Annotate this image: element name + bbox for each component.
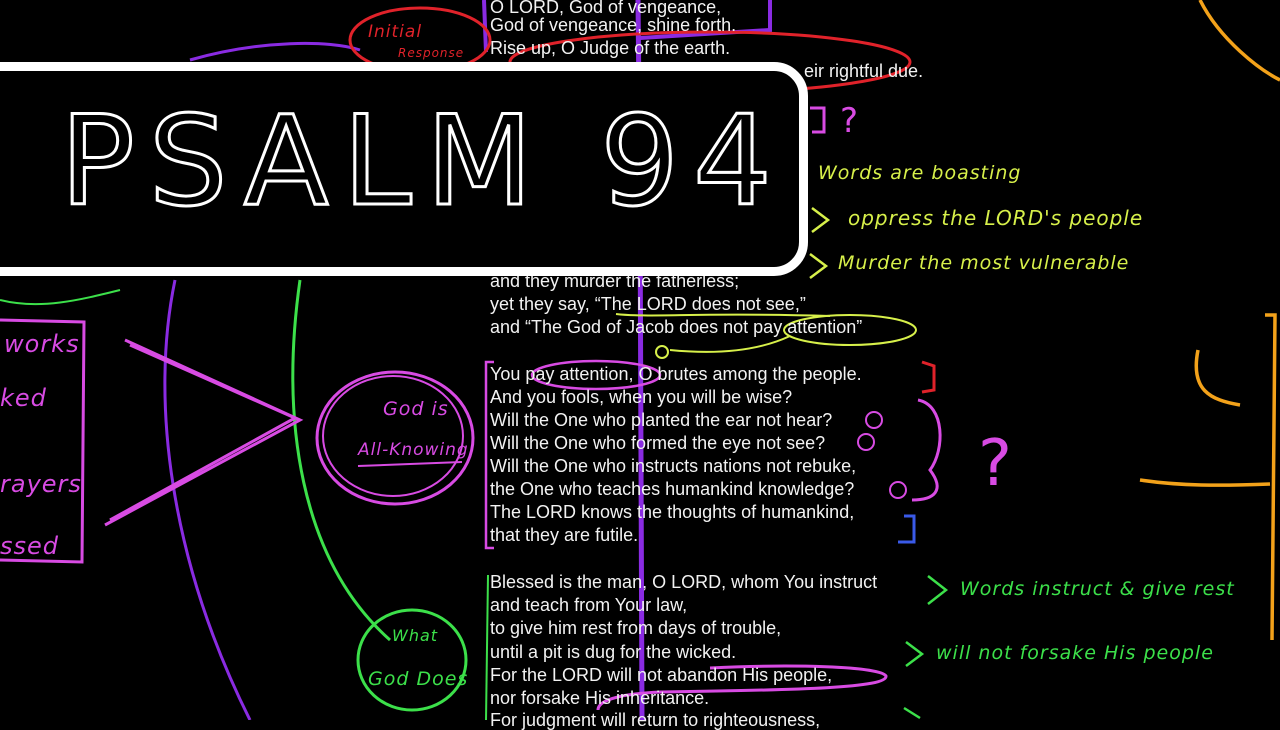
note-instruct: Words instruct & give rest [960, 578, 1235, 600]
note-initial: Initial [368, 22, 423, 42]
verse-line: The LORD knows the thoughts of humankind… [490, 502, 855, 522]
note-left-ssed: ssed [0, 532, 60, 560]
question-mark-icon-mid: ? [978, 427, 1012, 501]
verse-line: You pay attention, O brutes among the pe… [490, 364, 862, 384]
verse-line: And you fools, when you will be wise? [490, 387, 793, 407]
verse-line: nor forsake His inheritance. [490, 688, 710, 708]
yellow-chevrons [809, 207, 831, 279]
verse-line: Will the One who planted the ear not hea… [490, 410, 833, 430]
magenta-bracket-left [484, 360, 494, 550]
verse-line: God of vengeance, shine forth. [490, 15, 737, 35]
magenta-bracket-right [911, 398, 942, 502]
verse-line: O LORD, God of vengeance, [490, 0, 722, 17]
magenta-bracket-top [810, 106, 826, 134]
note-left-works: works [4, 330, 80, 358]
note-god-does: God Does [368, 668, 469, 690]
magenta-chevron [104, 338, 304, 527]
page-title: PSALM 94 [59, 90, 786, 234]
note-all-knowing: All-Knowing [358, 440, 469, 460]
red-bracket-right [921, 360, 936, 394]
verse-line: until a pit is dug for the wicked. [490, 642, 737, 662]
purple-curve-left [163, 279, 252, 720]
note-left-rayers: rayers [0, 470, 82, 498]
green-chevrons [903, 575, 949, 720]
verse-line: and “The God of Jacob does not pay atten… [490, 317, 863, 337]
note-murder: Murder the most vulnerable [838, 252, 1130, 274]
green-vertical-mark [485, 574, 489, 720]
magenta-oval-lower [596, 664, 888, 711]
note-left-ked: ked [0, 384, 47, 412]
verse-line: Blessed is the man, O LORD, whom You ins… [490, 572, 878, 592]
note-response: Response [398, 46, 465, 60]
verse-line: Will the One who instructs nations not r… [490, 456, 857, 476]
yellow-underline [615, 313, 831, 317]
note-forsake: will not forsake His people [936, 642, 1214, 664]
title-box [0, 62, 808, 276]
yellow-oval-pay-attention [783, 314, 917, 346]
magenta-oval-pay-attention [530, 359, 662, 391]
question-mark-icon-top: ? [840, 101, 858, 141]
magenta-circle-god [315, 370, 475, 506]
verse-line: Will the One who formed the eye not see? [490, 433, 826, 453]
note-oppress: oppress the LORD's people [848, 206, 1144, 230]
yellow-arrow [669, 335, 791, 353]
blue-bracket-right [898, 514, 916, 544]
verse-line: the One who teaches humankind knowledge? [490, 479, 855, 499]
verse-line: and teach from Your law, [490, 595, 688, 615]
magenta-box-left [0, 318, 86, 564]
verse-line: to give him rest from days of trouble, [490, 618, 782, 638]
verse-line: For judgment will return to righteousnes… [490, 710, 821, 730]
verse-line: and they murder the fatherless; [490, 271, 740, 291]
verse-line: For the LORD will not abandon His people… [490, 665, 833, 685]
verse-line: that they are futile. [490, 525, 639, 545]
green-circle-god-does [356, 608, 468, 712]
verse-line: yet they say, “The LORD does not see,” [490, 294, 806, 314]
note-words-boasting: Words are boasting [818, 162, 1022, 184]
note-what: What [392, 626, 439, 645]
verse-line: eir rightful due. [804, 61, 924, 81]
note-god-is: God is [383, 398, 449, 420]
purple-arc-top [189, 41, 361, 62]
verse-line: Rise up, O Judge of the earth. [490, 38, 731, 58]
orange-curves [1139, 0, 1280, 641]
green-curve [291, 279, 391, 642]
green-left-curve [0, 289, 121, 306]
